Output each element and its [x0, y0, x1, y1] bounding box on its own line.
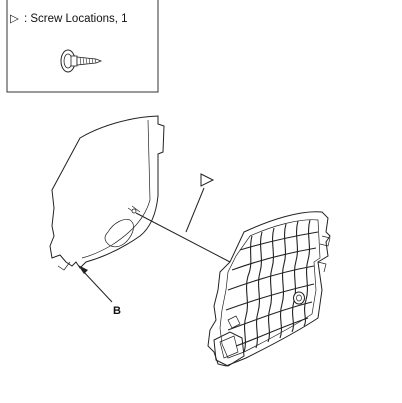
- legend-symbol: ▷: [10, 13, 20, 25]
- door-trim-cover: [49, 115, 165, 271]
- screw-leader-lines: [135, 187, 231, 263]
- callout-b-label: B: [113, 305, 121, 317]
- legend-box: ▷ : Screw Locations, 1: [6, 0, 159, 93]
- callout-b-arrow: [78, 265, 113, 303]
- legend-text: : Screw Locations, 1: [24, 13, 128, 25]
- triangle-marker-icon: [200, 173, 215, 187]
- screw-icon: [60, 49, 103, 73]
- door-module-frame: [207, 211, 331, 367]
